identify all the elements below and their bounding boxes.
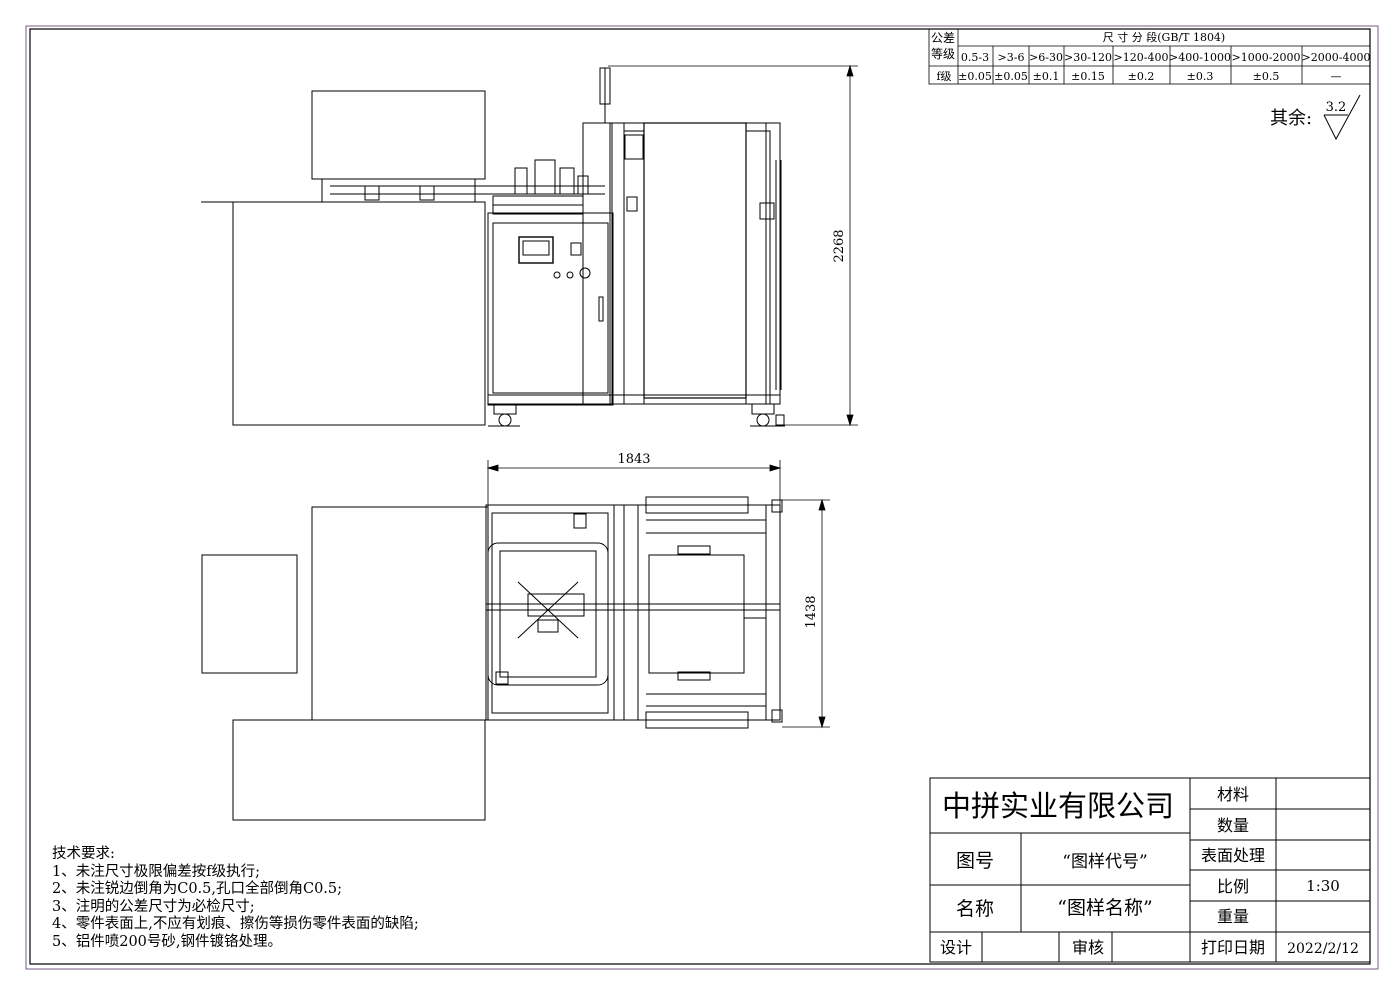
- tech-requirement-item: 4、零件表面上,不应有划痕、擦伤等损伤零件表面的缺陷;: [52, 916, 419, 932]
- scale-label: 比例: [1217, 877, 1249, 896]
- tech-requirement-item: 1、未注尺寸极限偏差按f级执行;: [52, 863, 260, 880]
- review-label: 审核: [1072, 938, 1104, 957]
- print-date-value: 2022/2/12: [1287, 941, 1359, 957]
- surface-label: 表面处理: [1201, 846, 1265, 865]
- sheet-outer-border: [25, 25, 1379, 970]
- width-dimension: [486, 460, 782, 508]
- tolerance-header-top: 公差: [931, 31, 955, 45]
- tolerance-value-6: ±0.5: [1253, 70, 1280, 83]
- tolerance-range-0: 0.5-3: [961, 51, 989, 64]
- front-view: [201, 67, 785, 427]
- tolerance-value-5: ±0.3: [1187, 70, 1214, 83]
- roughness-value: 3.2: [1326, 100, 1347, 115]
- tolerance-table: [928, 28, 1371, 85]
- height-dimension-label: 2268: [832, 229, 847, 262]
- name-value: “图样名称”: [1057, 897, 1152, 919]
- tolerance-range-2: >6-30: [1029, 51, 1063, 64]
- drawing-no-value: “图样代号”: [1062, 852, 1147, 872]
- roughness-label: 其余:: [1270, 108, 1312, 129]
- tolerance-value-7: —: [1331, 70, 1342, 83]
- tech-requirement-item: 2、未注锐边倒角为C0.5,孔口全部倒角C0.5;: [52, 881, 343, 897]
- tolerance-value-1: ±0.05: [994, 70, 1028, 83]
- tolerance-range-7: >2000-4000: [1302, 51, 1371, 64]
- quantity-label: 数量: [1217, 816, 1249, 835]
- tech-requirement-item: 3、注明的公差尺寸为必检尺寸;: [52, 898, 255, 915]
- tolerance-value-4: ±0.2: [1128, 70, 1155, 83]
- tolerance-title: 尺 寸 分 段(GB/T 1804): [1103, 30, 1225, 44]
- design-label: 设计: [940, 938, 972, 957]
- roughness-symbol: [1323, 94, 1361, 141]
- drawing-no-label: 图号: [956, 850, 994, 872]
- weight-label: 重量: [1217, 907, 1249, 926]
- tolerance-value-3: ±0.15: [1071, 70, 1105, 83]
- width-dimension-label: 1843: [617, 452, 650, 467]
- tech-requirement-item: 5、铝件喷200号砂,钢件镀铬处理。: [52, 933, 283, 950]
- depth-dimension: [782, 498, 830, 729]
- depth-dimension-label: 1438: [804, 595, 819, 628]
- tolerance-range-3: >30-120: [1064, 51, 1112, 64]
- top-view: [201, 496, 783, 821]
- tolerance-header-bottom: 等级: [931, 47, 955, 61]
- tolerance-range-4: >120-400: [1114, 51, 1169, 64]
- material-label: 材料: [1217, 785, 1249, 804]
- sheet-inner-border: [29, 28, 1371, 965]
- technical-requirements: 技术要求: 1、未注尺寸极限偏差按f级执行; 2、未注锐边倒角为C0.5,孔口全…: [52, 846, 419, 951]
- tolerance-range-6: >1000-2000: [1232, 51, 1301, 64]
- height-dimension: [608, 64, 858, 427]
- company-name: 中拼实业有限公司: [942, 789, 1174, 823]
- title-block: [929, 777, 1371, 963]
- scale-value: 1:30: [1306, 877, 1340, 895]
- name-label: 名称: [956, 898, 994, 920]
- tolerance-range-5: >400-1000: [1169, 51, 1231, 64]
- tolerance-value-2: ±0.1: [1033, 70, 1060, 83]
- tolerance-grade-label: f级: [936, 70, 951, 83]
- tolerance-range-1: >3-6: [998, 51, 1025, 64]
- tech-requirements-title: 技术要求:: [52, 846, 115, 862]
- tolerance-value-0: ±0.05: [958, 70, 992, 83]
- print-date-label: 打印日期: [1201, 938, 1265, 957]
